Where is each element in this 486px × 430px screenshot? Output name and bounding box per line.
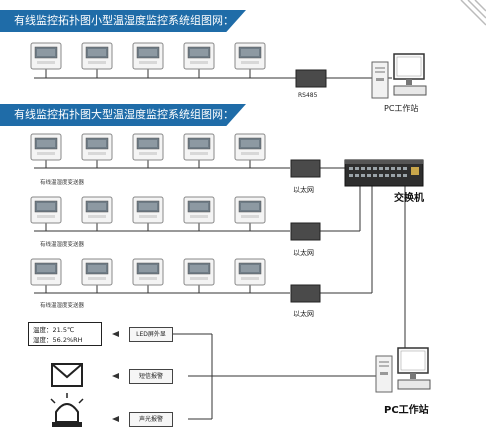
- rs485-converter-icon: [295, 69, 327, 88]
- rs485-label: RS485: [298, 92, 318, 99]
- lcd-temperature: 温度：21.5℃: [33, 326, 75, 334]
- row-3-caption: 有线温湿度变送器: [40, 303, 85, 309]
- switch-label: 交换机: [394, 193, 424, 204]
- ethernet-box-icon: [290, 222, 321, 241]
- pc-workstation-icon: [375, 347, 431, 393]
- large-net-sensors: [30, 133, 266, 286]
- ethernet-box-icon: [290, 284, 321, 303]
- large-pc-label: PC工作站: [384, 405, 429, 416]
- alarm-light-icon: [50, 393, 84, 427]
- small-network-title: 有线监控拓扑图小型温湿度监控系统组图网：: [0, 10, 246, 32]
- ethernet-label-2: 以太网: [293, 249, 314, 257]
- ethernet-box-icon: [290, 159, 321, 178]
- corner-decoration: [460, 0, 486, 26]
- row-2-caption: 有线温湿度变送器: [40, 242, 85, 248]
- lcd-display-icon: 温度：21.5℃ 湿度：56.2%RH: [28, 322, 102, 346]
- envelope-icon: [51, 363, 83, 387]
- sms-alarm-button: 短信报警: [129, 369, 173, 384]
- pc-workstation-icon: [371, 53, 427, 99]
- lcd-humidity: 湿度：56.2%RH: [33, 336, 83, 344]
- row-1-caption: 有线温湿度变送器: [40, 180, 85, 186]
- sound-light-alarm-button: 声光报警: [129, 412, 173, 427]
- small-pc-label: PC工作站: [384, 104, 419, 113]
- led-display-button: LED屏外显: [129, 327, 173, 342]
- ethernet-label-3: 以太网: [293, 310, 314, 318]
- large-network-title: 有线监控拓扑图大型温湿度监控系统组图网：: [0, 104, 246, 126]
- network-switch-icon: [344, 159, 424, 187]
- small-net-sensors: [30, 42, 266, 70]
- ethernet-label-1: 以太网: [293, 186, 314, 194]
